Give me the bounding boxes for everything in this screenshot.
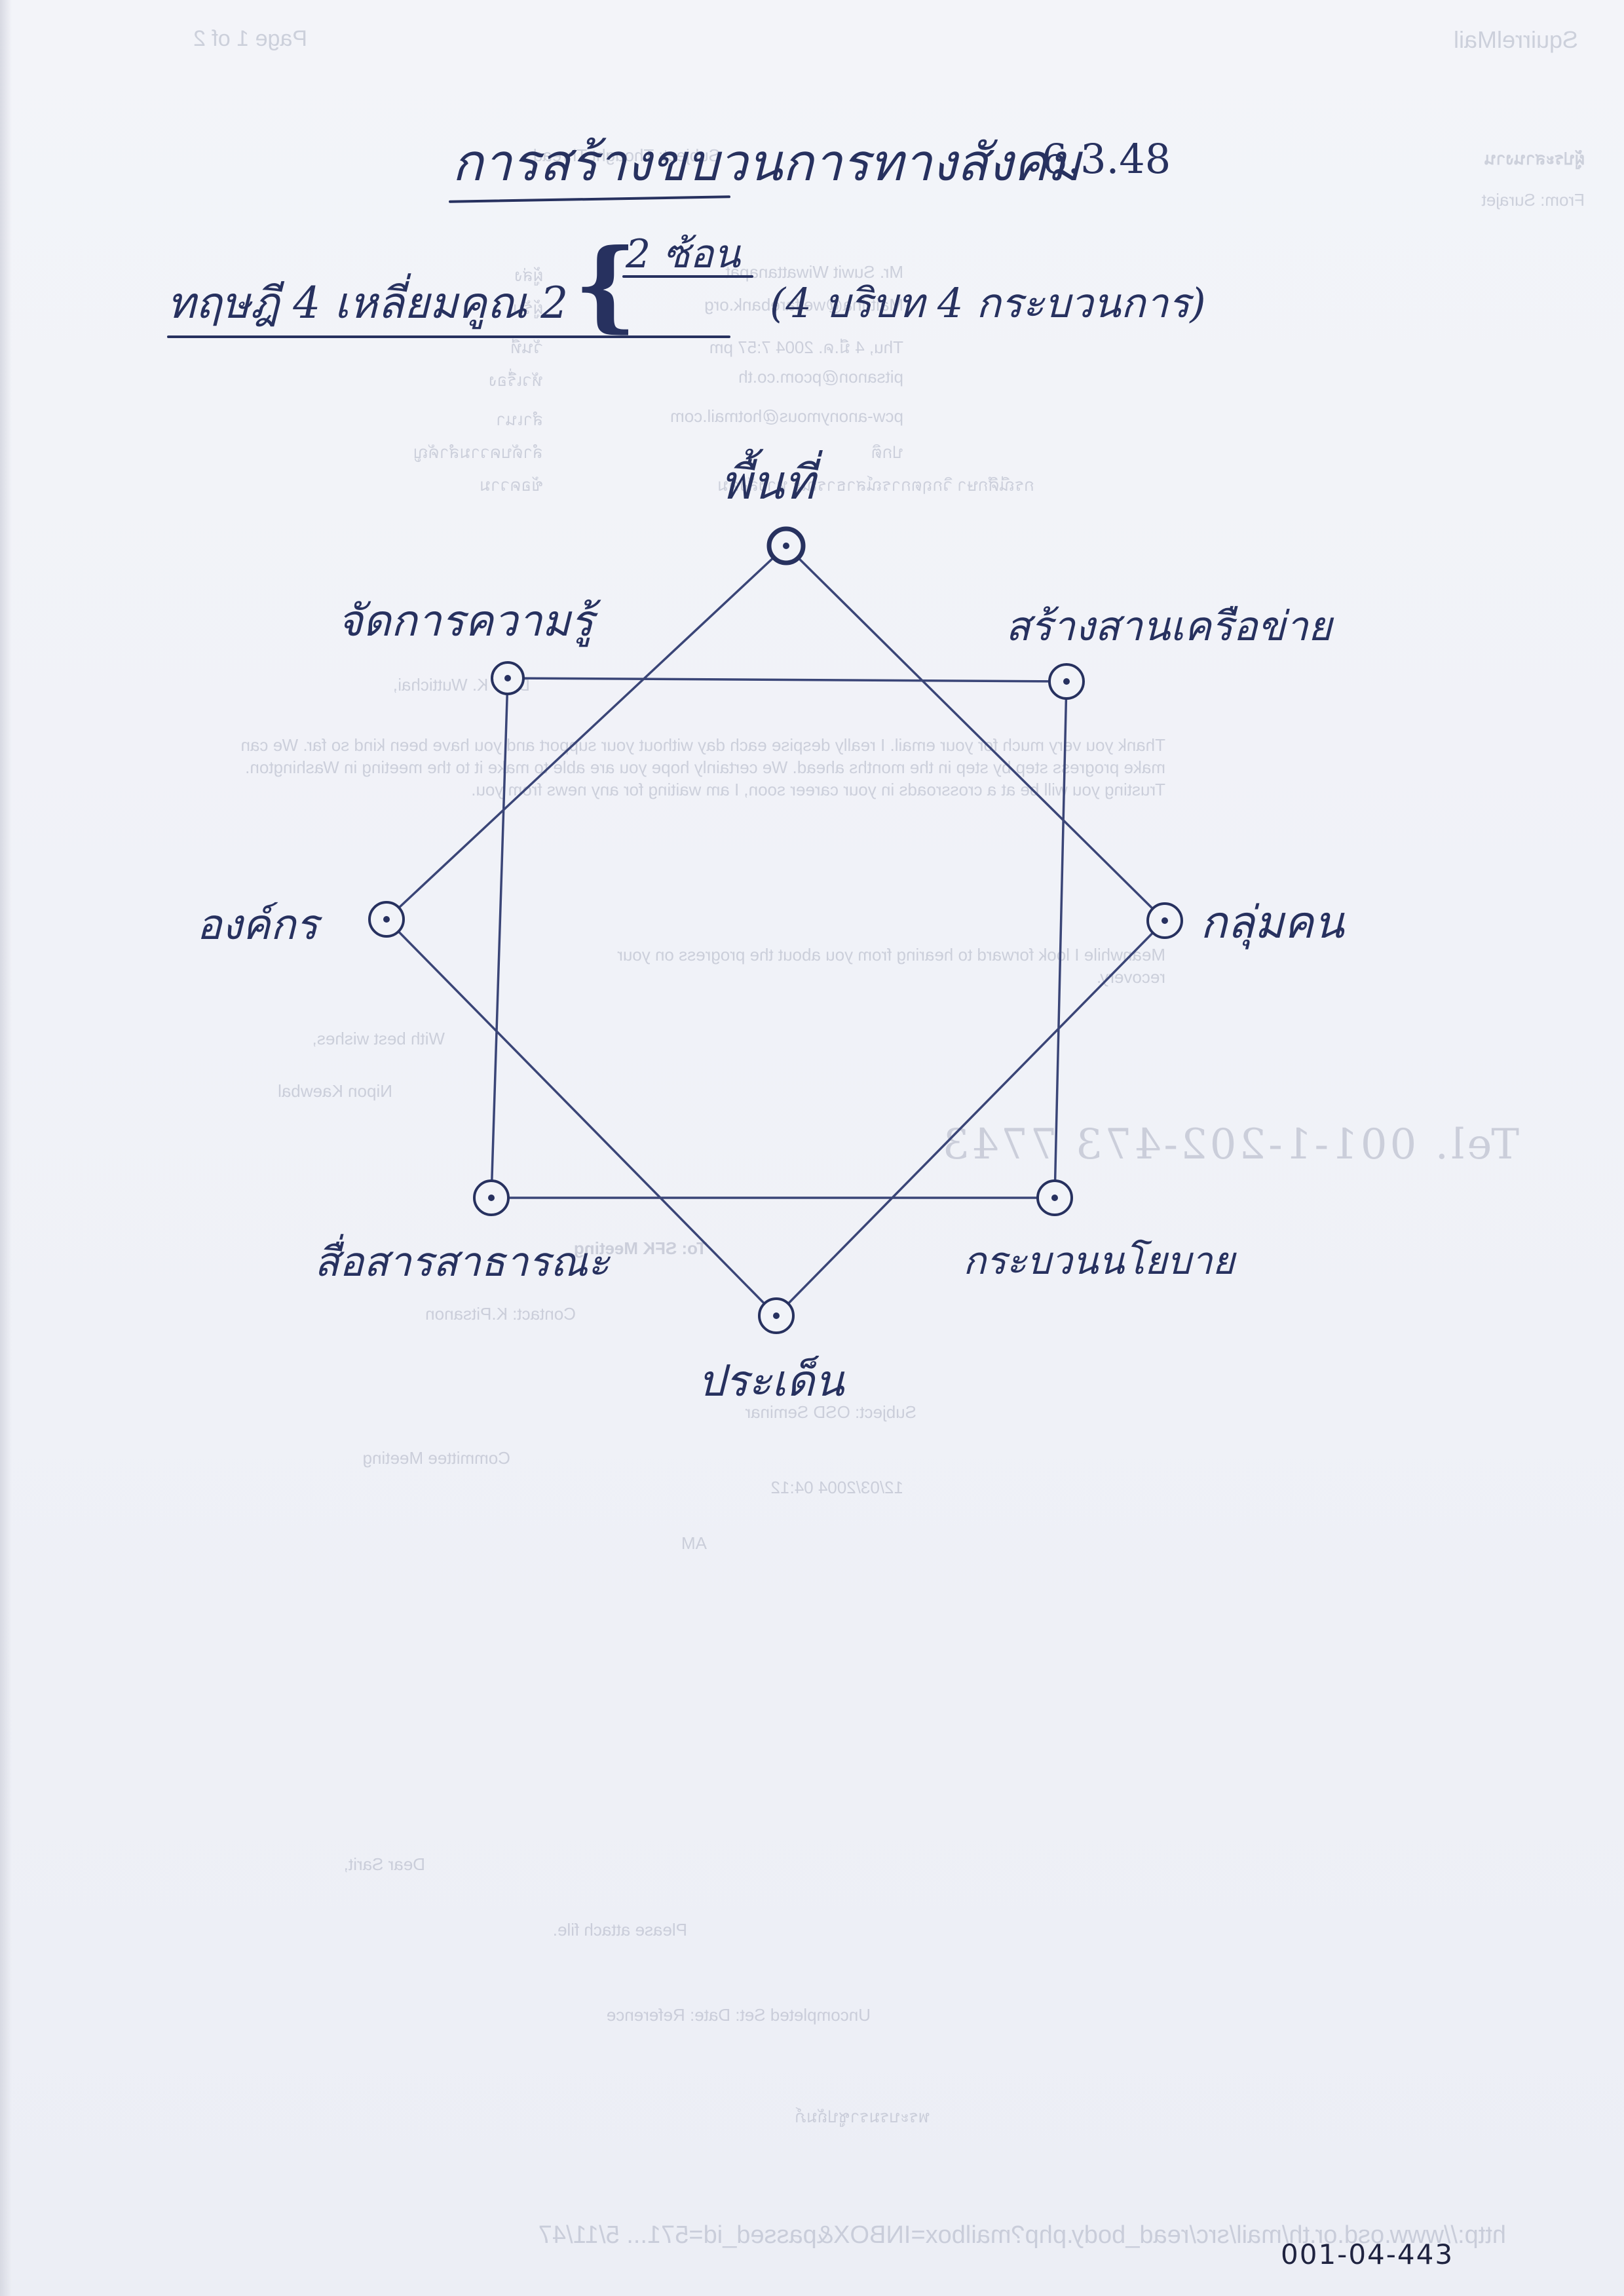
diamond-edge-bottom-left: [385, 918, 778, 1317]
node-label-left: องค์กร: [197, 901, 318, 949]
square-edge-right: [1053, 680, 1068, 1199]
node-label-upper-right: สร้างสานเครือข่าย: [1006, 602, 1332, 650]
node-label-top: พื้นที่: [721, 455, 816, 510]
theory-label: ทฤษฎี 4 เหลี่ยมคูณ 2: [167, 278, 569, 328]
node-label-bottom: ประเด็น: [698, 1356, 844, 1406]
brace-icon: {: [574, 227, 637, 343]
theory-underline: [167, 335, 730, 338]
node-dot-top: [783, 543, 789, 549]
node-dot-lower-left: [488, 1195, 495, 1201]
diamond-edge-left-top: [385, 545, 787, 921]
brace-upper-underline: [622, 275, 753, 278]
diagram-title: การสร้างขบวนการทางสังคม: [452, 134, 1081, 193]
node-dot-upper-right: [1063, 678, 1070, 685]
diamond-edge-top-right: [785, 545, 1166, 922]
archive-stamp: 001-04-443: [1281, 2238, 1454, 2270]
node-dot-lower-right: [1051, 1195, 1058, 1201]
node-dot-left: [383, 916, 390, 923]
node-label-lower-right: กระบวนนโยบาย: [963, 1238, 1235, 1283]
node-label-right: กลุ่มคน: [1200, 897, 1344, 949]
diamond-edge-right-bottom: [775, 919, 1166, 1317]
square-edge-left: [490, 677, 509, 1199]
node-label-upper-left: จัดการความรู้: [337, 596, 594, 646]
scan-shadow-edge: [0, 0, 12, 2296]
square-edge-top: [506, 677, 1068, 683]
date-label: 6.3.48: [1042, 135, 1171, 183]
node-dot-right: [1161, 917, 1168, 924]
node-dot-upper-left: [504, 675, 511, 681]
node-dot-bottom: [773, 1312, 780, 1319]
node-label-lower-left: สื่อสารสาธารณะ: [314, 1238, 610, 1286]
brace-upper-label: 2 ซ้อน: [626, 231, 741, 277]
theory-note: (4 บริบท 4 กระบวนการ): [770, 279, 1206, 327]
